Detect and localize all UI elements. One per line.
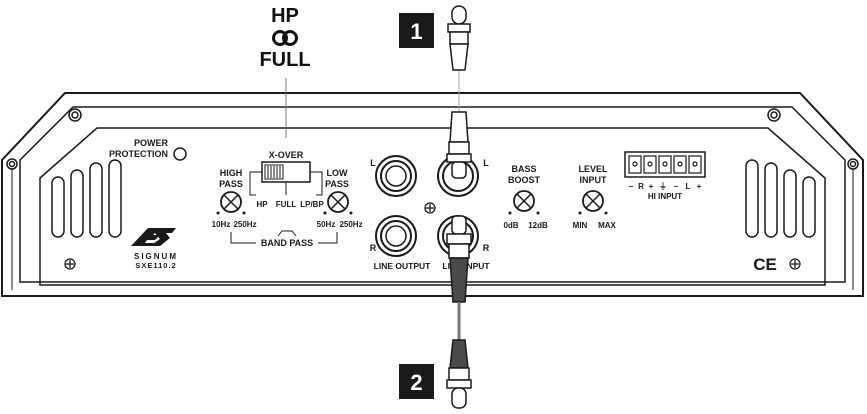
line-output-right-letter: R: [370, 243, 377, 253]
line-output-left-letter: L: [370, 158, 376, 168]
band-pass-label: BAND PASS: [261, 238, 313, 248]
power-protection-line2: PROTECTION: [109, 149, 168, 159]
bass-boost-line2: BOOST: [508, 175, 541, 185]
bass-boost-min: 0dB: [503, 221, 518, 230]
bass-boost-knob[interactable]: BASS BOOST 0dB 12dB: [503, 164, 548, 230]
low-pass-line1: LOW: [327, 168, 348, 178]
high-pass-max: 250Hz: [233, 220, 256, 229]
high-pass-line2: PASS: [219, 179, 243, 189]
amplifier-chassis: [0, 92, 864, 297]
chassis-screws: [6, 108, 859, 170]
level-input-min: MIN: [573, 221, 588, 230]
xover-full-label: FULL: [276, 200, 297, 209]
low-pass-min: 50Hz: [317, 220, 336, 229]
svg-text:⏚: ⏚: [659, 182, 667, 191]
power-protection-indicator: POWER PROTECTION: [109, 138, 187, 161]
mode-callout-full: FULL: [259, 49, 310, 71]
svg-text:1: 1: [410, 19, 422, 44]
high-pass-min: 10Hz: [212, 220, 231, 229]
low-pass-line2: PASS: [325, 179, 349, 189]
bass-boost-max: 12dB: [528, 221, 548, 230]
svg-text:+: +: [649, 182, 654, 191]
step-badge-1: 1: [399, 13, 434, 48]
xover-title: X-OVER: [269, 150, 304, 160]
xover-lpbp-label: LP/BP: [300, 200, 324, 209]
level-input-line2: INPUT: [580, 175, 608, 185]
rca-cable-2: [446, 215, 472, 409]
hi-input-terminal[interactable]: − R + ⏚ − L + HI INPUT: [624, 151, 706, 201]
level-input-knob[interactable]: LEVEL INPUT MIN MAX: [573, 164, 617, 230]
power-protection-line1: POWER: [134, 138, 169, 148]
line-output-left-jack[interactable]: [375, 155, 417, 197]
svg-text:−: −: [629, 182, 634, 191]
high-pass-knob[interactable]: HIGH PASS 10Hz 250Hz: [212, 168, 257, 229]
low-pass-knob[interactable]: LOW PASS 50Hz 250Hz: [317, 168, 363, 229]
level-input-line1: LEVEL: [578, 164, 608, 174]
protection-led: [173, 147, 187, 161]
line-output-label: LINE OUTPUT: [374, 261, 431, 271]
low-pass-max: 250Hz: [339, 220, 362, 229]
xover-switch[interactable]: X-OVER HP FULL LP/BP: [249, 78, 324, 209]
svg-text:+: +: [697, 182, 702, 191]
high-pass-line1: HIGH: [220, 168, 243, 178]
brand-line1: SIGNUM: [134, 252, 178, 261]
line-input-right-letter: R: [483, 243, 490, 253]
panel-screws: [64, 202, 801, 270]
mode-linked-icon: [272, 30, 298, 46]
svg-text:R: R: [638, 182, 644, 191]
ce-mark: CE: [753, 255, 777, 274]
left-vent-slots: [51, 159, 122, 238]
line-output-right-jack[interactable]: [375, 215, 417, 257]
line-output-jacks: L R LINE OUTPUT: [370, 155, 431, 271]
mode-callout-hp: HP: [271, 5, 299, 27]
hi-input-label: HI INPUT: [648, 192, 682, 201]
right-vent-slots: [745, 159, 816, 238]
line-input-left-letter: L: [483, 158, 489, 168]
svg-text:−: −: [674, 182, 679, 191]
brand-logo: SIGNUM SXE110.2: [131, 228, 178, 270]
band-pass-bracket: [230, 230, 338, 244]
xover-hp-label: HP: [256, 200, 268, 209]
level-input-max: MAX: [598, 221, 616, 230]
svg-text:2: 2: [410, 370, 422, 395]
brand-line2: SXE110.2: [135, 261, 176, 270]
bass-boost-line1: BASS: [511, 164, 536, 174]
step-badge-2: 2: [399, 364, 434, 399]
svg-text:L: L: [686, 182, 691, 191]
mode-callout: HP FULL: [259, 5, 310, 71]
rca-cable-1: [446, 5, 472, 179]
